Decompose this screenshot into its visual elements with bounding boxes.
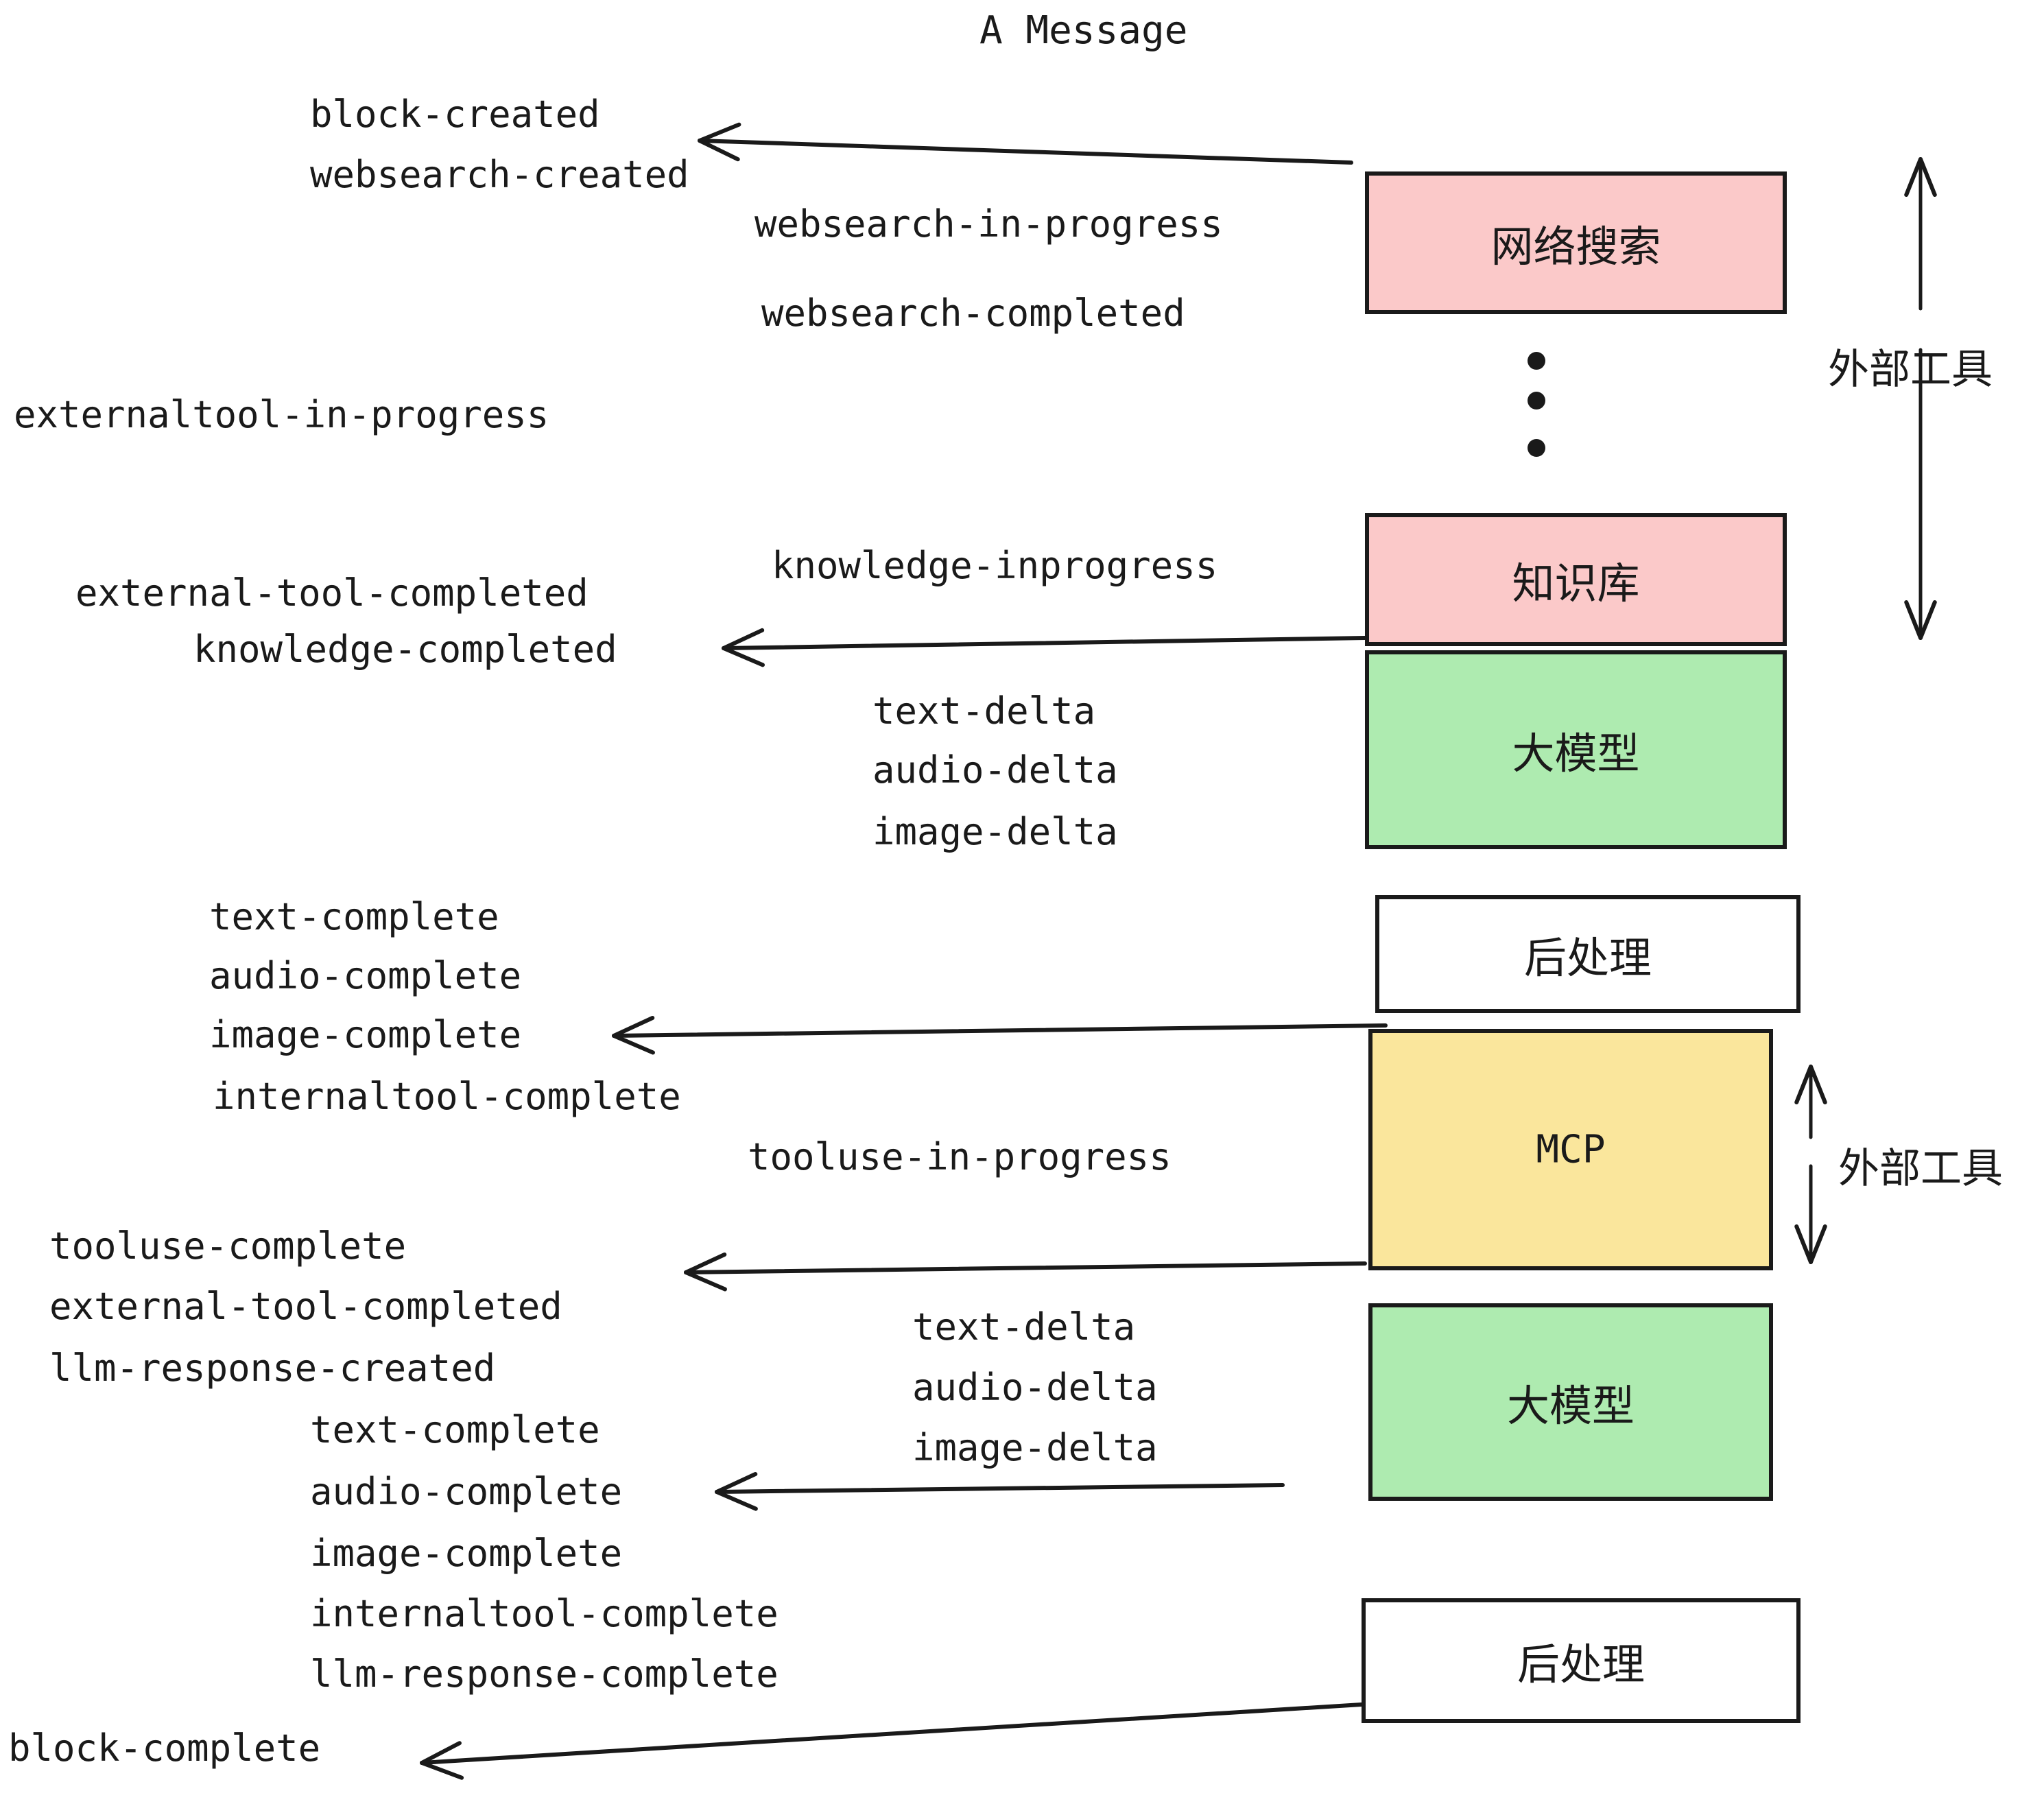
ellipsis-dot-3 (1528, 439, 1545, 457)
event-label-external-tool-completed-2: external-tool-completed (49, 1285, 562, 1328)
event-label-text-complete-1: text-complete (209, 895, 499, 938)
side-label-external-tool-top: 外部工具 (1828, 346, 1993, 394)
node-label-websearch: 网络搜索 (1490, 222, 1661, 272)
node-box-postprocess-top (1375, 895, 1801, 1013)
event-label-externaltool-in-progress: externaltool-in-progress (14, 393, 549, 436)
event-label-llm-response-complete: llm-response-complete (310, 1652, 779, 1696)
event-label-audio-delta-1: audio-delta (872, 748, 1118, 792)
event-label-websearch-in-progress: websearch-in-progress (754, 202, 1223, 246)
node-label-postprocess-top: 后处理 (1523, 933, 1652, 983)
arrow-audio-complete (715, 1472, 1285, 1511)
event-label-image-delta-1: image-delta (872, 810, 1118, 853)
ellipsis-dot-group (1528, 352, 1545, 457)
ellipsis-dot-1 (1528, 352, 1545, 370)
node-box-websearch (1365, 171, 1787, 314)
arrow-block-complete (420, 1702, 1364, 1780)
side-arrow-group (1794, 157, 1937, 1264)
arrow-tooluse-complete (684, 1252, 1367, 1292)
node-box-mcp (1368, 1029, 1773, 1270)
event-label-block-created: block-created (310, 93, 600, 136)
node-box-llm-top (1365, 650, 1787, 849)
event-label-audio-complete-2: audio-complete (310, 1470, 623, 1513)
event-label-tooluse-complete: tooluse-complete (49, 1224, 407, 1268)
event-label-internaltool-complete-1: internaltool-complete (213, 1075, 681, 1118)
ellipsis-dot-2 (1528, 392, 1545, 410)
node-label-knowledge: 知识库 (1512, 558, 1640, 608)
node-label-postprocess-bot: 后处理 (1517, 1639, 1645, 1689)
external-tool-arrow-top-up (1904, 157, 1937, 311)
arrow-block-created (698, 122, 1353, 165)
event-label-text-delta-2: text-delta (912, 1305, 1136, 1349)
event-label-websearch-created: websearch-created (310, 153, 689, 196)
event-label-image-complete-2: image-complete (310, 1532, 623, 1575)
page-title: A Message (979, 8, 1188, 53)
node-label-llm-top: 大模型 (1512, 728, 1640, 779)
event-label-text-delta-1: text-delta (872, 689, 1096, 733)
external-tool-arrow-bottom-up (1794, 1065, 1827, 1139)
external-tool-arrow-top-down (1904, 348, 1937, 640)
event-label-internaltool-complete-2: internaltool-complete (310, 1592, 779, 1635)
event-label-knowledge-inprogress: knowledge-inprogress (772, 544, 1218, 587)
node-box-knowledge (1365, 513, 1787, 646)
flow-arrow-group (420, 122, 1388, 1780)
event-label-block-complete: block-complete (8, 1726, 321, 1770)
event-label-audio-delta-2: audio-delta (912, 1366, 1158, 1409)
event-label-image-complete-1: image-complete (209, 1013, 522, 1056)
event-label-websearch-completed: websearch-completed (761, 292, 1185, 335)
node-box-llm-bottom (1368, 1303, 1773, 1501)
event-label-knowledge-completed: knowledge-completed (193, 628, 617, 671)
node-label-llm-bottom: 大模型 (1506, 1381, 1635, 1431)
event-label-llm-response-created: llm-response-created (49, 1346, 496, 1390)
side-label-external-tool-bottom: 外部工具 (1838, 1145, 2003, 1193)
external-tool-arrow-bottom-down (1794, 1164, 1827, 1264)
arrow-image-complete (612, 1015, 1388, 1055)
event-label-tooluse-in-progress: tooluse-in-progress (748, 1135, 1172, 1178)
arrow-knowledge-done (722, 628, 1367, 667)
event-label-image-delta-2: image-delta (912, 1426, 1158, 1469)
event-label-text-complete-2: text-complete (310, 1408, 600, 1451)
event-label-audio-complete-1: audio-complete (209, 954, 522, 997)
event-label-external-tool-completed-1: external-tool-completed (75, 571, 589, 615)
node-box-postprocess-bot (1362, 1598, 1801, 1723)
node-label-mcp: MCP (1536, 1127, 1606, 1172)
